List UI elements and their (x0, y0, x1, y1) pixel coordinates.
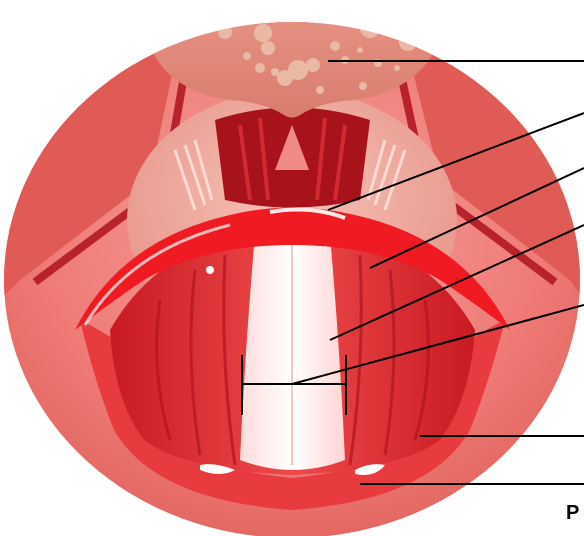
edge-label-p: P (566, 502, 579, 525)
